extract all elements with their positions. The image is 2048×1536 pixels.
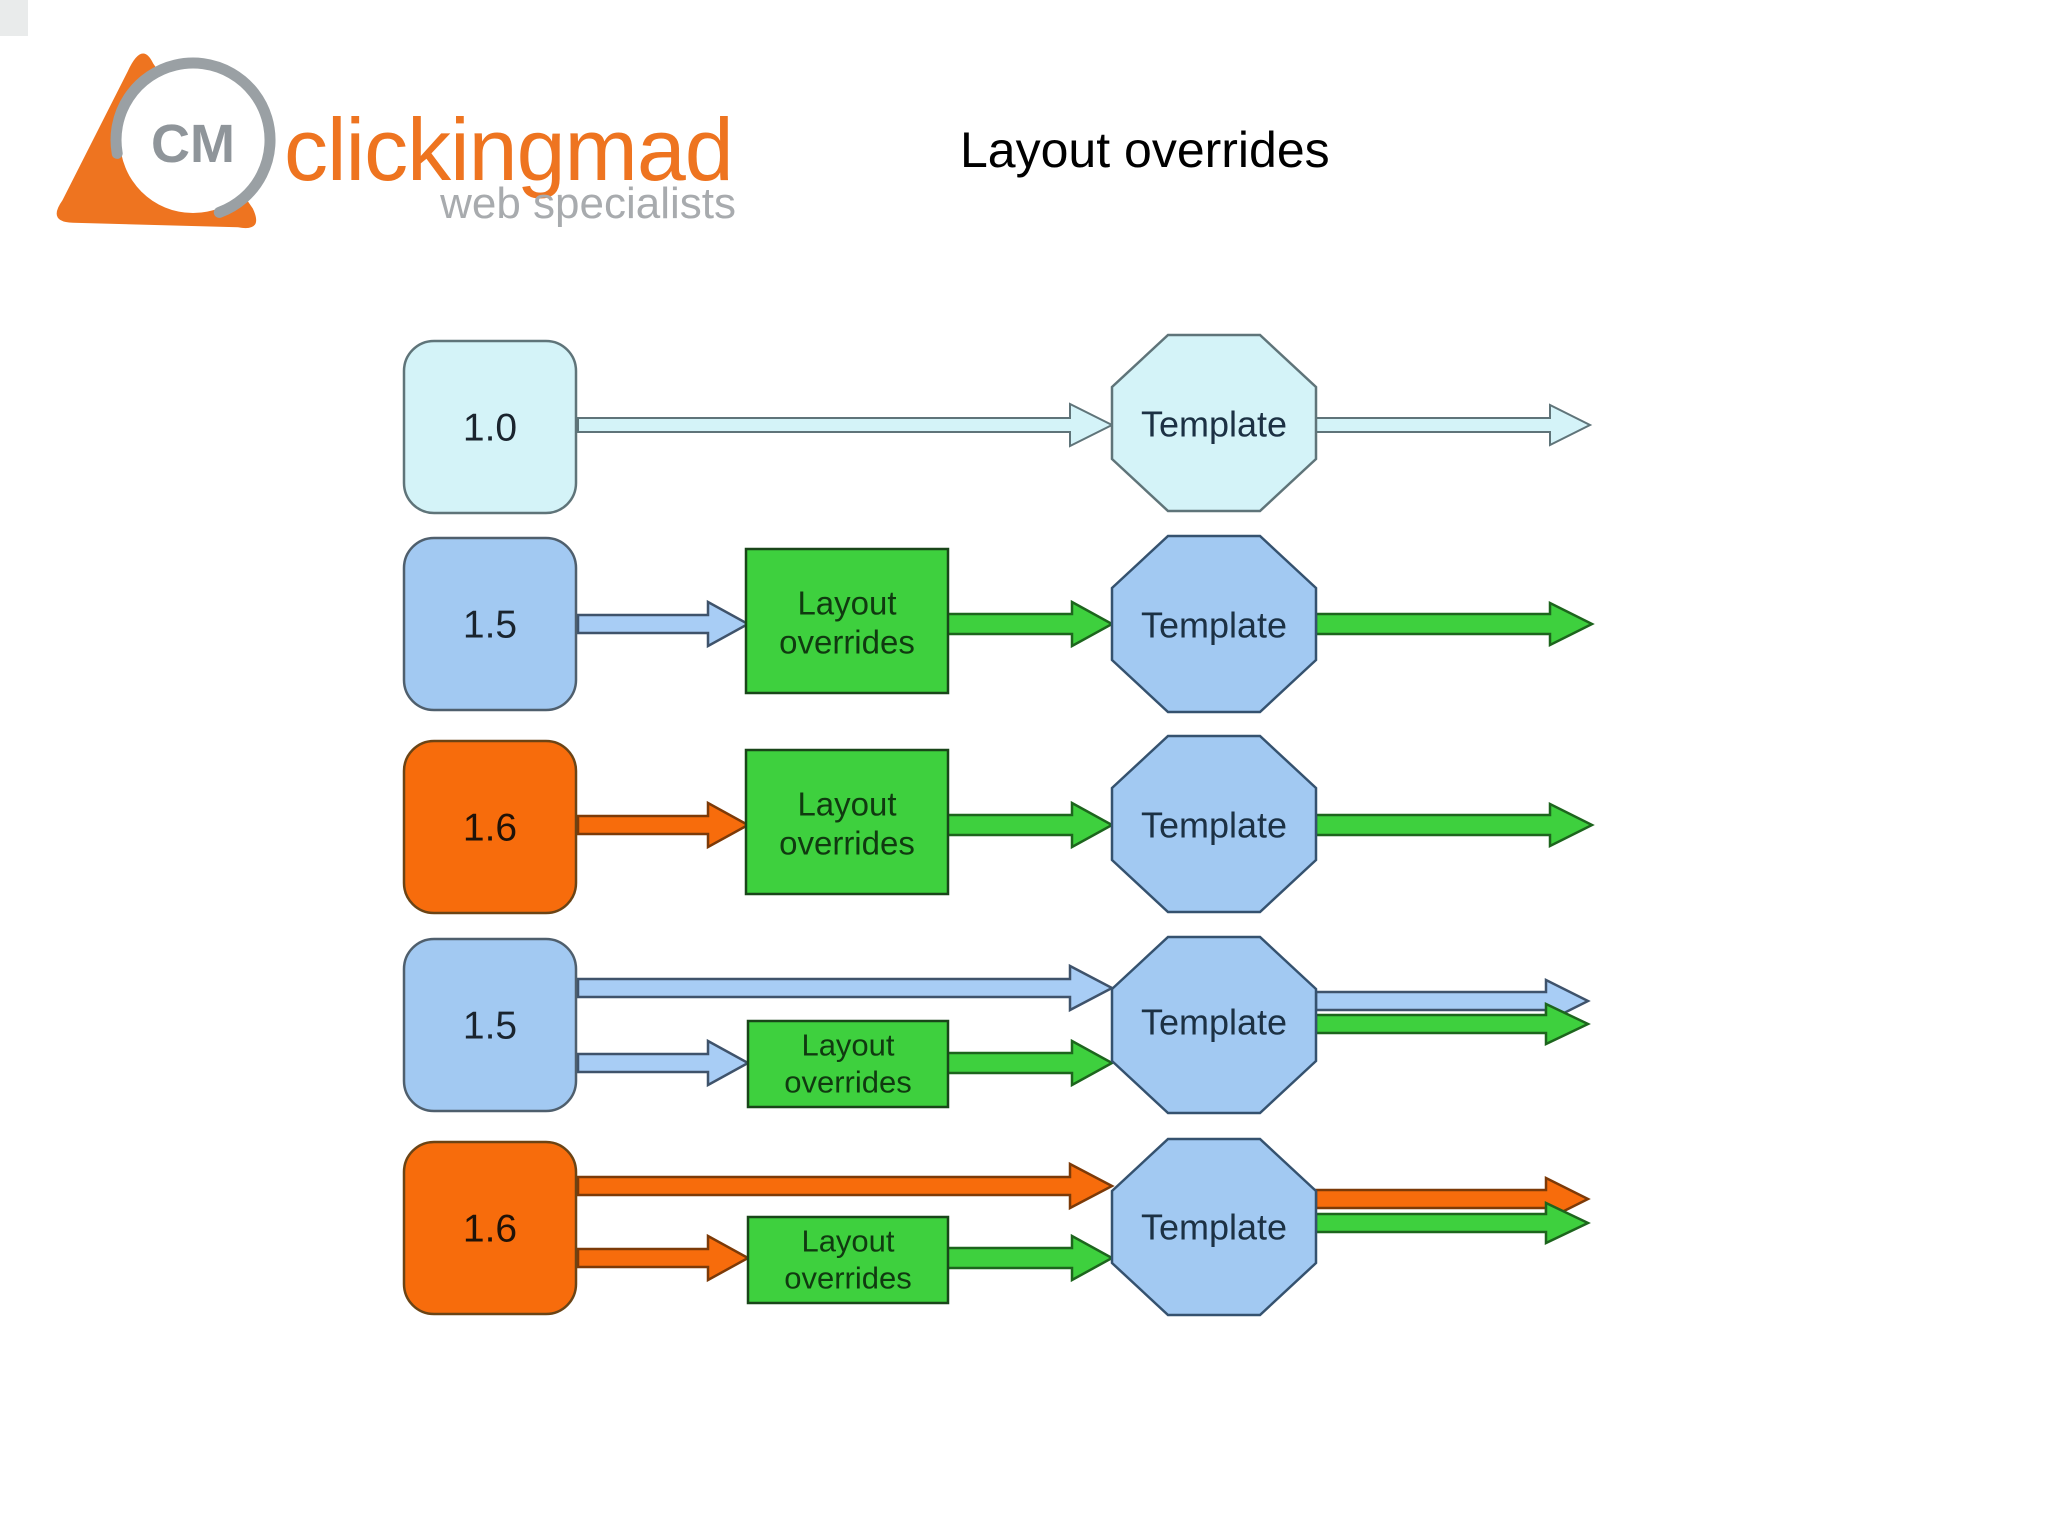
version-label-row3: 1.6 <box>463 807 517 850</box>
template-label-row3: Template <box>1141 805 1287 846</box>
template-octagon-row1 <box>1110 333 1318 513</box>
logo-tagline: web specialists <box>440 179 736 228</box>
logo-circle <box>120 67 266 213</box>
arrow-template-out-orange-row5 <box>1314 1175 1591 1223</box>
arrow-overrides-to-template-row4 <box>944 1038 1115 1088</box>
slide-corner-artifact <box>0 0 28 36</box>
clickingmad-logo-icon: CM <box>56 53 276 229</box>
template-octagon-row4 <box>1110 935 1318 1115</box>
template-label-row4: Template <box>1141 1002 1287 1043</box>
version-label-row5: 1.6 <box>463 1208 517 1251</box>
page-title: Layout overrides <box>960 122 1330 178</box>
arrow-template-out-row2 <box>1314 600 1595 648</box>
overrides-label-line2-row5: overrides <box>784 1261 912 1296</box>
arrow-overrides-to-template-row3 <box>944 800 1115 850</box>
template-octagon-row5 <box>1110 1137 1318 1317</box>
version-label-row2: 1.5 <box>463 604 517 647</box>
overrides-label-line1-row4: Layout <box>801 1028 894 1063</box>
overrides-label-line2-row4: overrides <box>784 1065 912 1100</box>
arrow-source-to-overrides-row2 <box>576 599 751 649</box>
template-octagon-row3 <box>1110 734 1318 914</box>
arrow-template-out-green-row5 <box>1314 1201 1591 1245</box>
overrides-box-row5 <box>746 1215 950 1305</box>
arrow-template-out-blue-row4 <box>1314 977 1591 1025</box>
flow-row-5: 1.6 Layout overrides Template <box>402 1137 1591 1317</box>
overrides-label-line2-row2: overrides <box>779 624 915 661</box>
overrides-box-row2 <box>744 547 950 695</box>
arrow-source-direct-to-template-row5 <box>576 1161 1115 1211</box>
version-box-row2 <box>402 536 578 712</box>
version-label-row1: 1.0 <box>463 407 517 450</box>
logo-text: clickingmad web specialists <box>284 106 736 226</box>
flow-row-2: 1.5 Layout overrides Template <box>402 534 1595 714</box>
clickingmad-logo: CM clickingmad web specialists <box>36 22 756 232</box>
arrow-source-direct-to-template-row4 <box>576 963 1115 1013</box>
arrow-template-out-row1 <box>1315 403 1593 447</box>
flow-row-1: 1.0 Template <box>402 333 1593 515</box>
overrides-label-line1-row2: Layout <box>797 585 896 622</box>
version-box-row3 <box>402 739 578 915</box>
version-box-row5 <box>402 1140 578 1316</box>
arrow-overrides-to-template-row5 <box>944 1233 1115 1283</box>
template-label-row1: Template <box>1141 404 1287 445</box>
arrow-template-out-row3 <box>1314 801 1595 849</box>
template-octagon-row2 <box>1110 534 1318 714</box>
flow-row-4: 1.5 Layout overrides Template <box>402 935 1591 1115</box>
flow-row-3: 1.6 Layout overrides Template <box>402 734 1595 915</box>
overrides-label-line1-row3: Layout <box>797 786 896 823</box>
arrow-source-to-overrides-row5 <box>576 1233 751 1283</box>
logo-monogram: CM <box>151 114 235 174</box>
template-label-row2: Template <box>1141 605 1287 646</box>
arrow-source-to-template-row1 <box>577 402 1115 448</box>
arrow-overrides-to-template-row2 <box>944 599 1115 649</box>
logo-swoosh-arc <box>110 57 276 218</box>
arrow-source-to-overrides-row4 <box>576 1038 751 1088</box>
arrow-template-out-green-row4 <box>1314 1002 1591 1046</box>
overrides-box-row4 <box>746 1019 950 1109</box>
arrow-source-to-overrides-row3 <box>576 800 751 850</box>
overrides-box-row3 <box>744 748 950 896</box>
version-label-row4: 1.5 <box>463 1005 517 1048</box>
version-box-row4 <box>402 937 578 1113</box>
overrides-label-line1-row5: Layout <box>801 1224 894 1259</box>
logo-brand: clickingmad <box>284 100 734 199</box>
overrides-label-line2-row3: overrides <box>779 825 915 862</box>
version-box-row1 <box>402 339 578 515</box>
template-label-row5: Template <box>1141 1207 1287 1248</box>
